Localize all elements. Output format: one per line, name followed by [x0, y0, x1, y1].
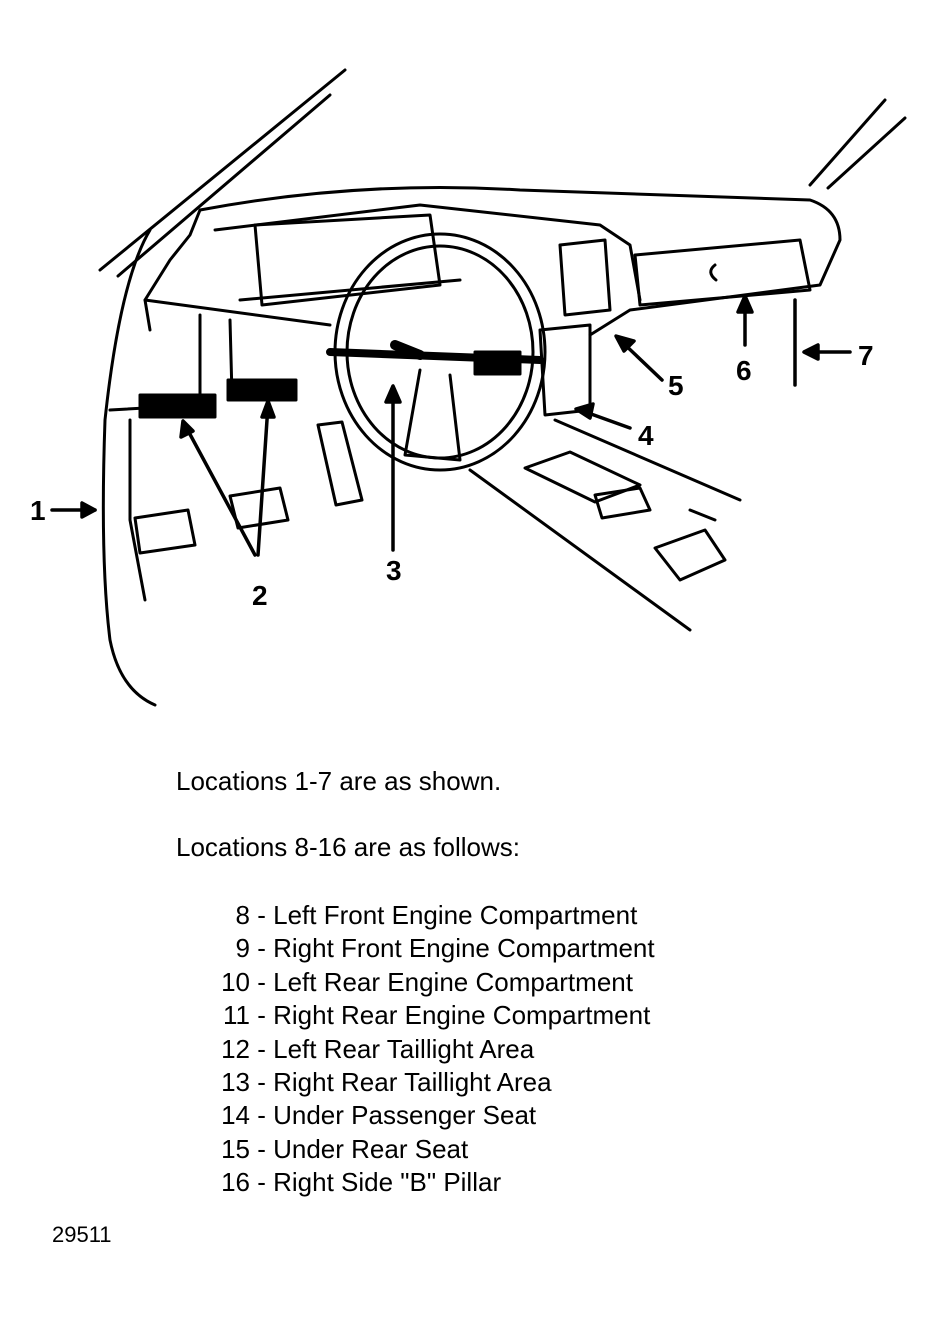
- windshield-pillars: [98, 68, 907, 278]
- list-item: 13 - Right Rear Taillight Area: [210, 1067, 552, 1098]
- list-item: 11 - Right Rear Engine Compartment: [210, 1000, 650, 1031]
- list-item: 9 - Right Front Engine Compartment: [210, 933, 655, 964]
- location-number: 12: [221, 1034, 250, 1064]
- location-number: 14: [221, 1100, 250, 1130]
- caption-follows: Locations 8-16 are as follows:: [176, 832, 520, 862]
- floor-console: [468, 418, 742, 632]
- location-desc: Left Front Engine Compartment: [273, 900, 638, 930]
- list-item: 14 - Under Passenger Seat: [210, 1100, 536, 1131]
- location-desc: Right Rear Taillight Area: [273, 1067, 552, 1097]
- location-number: 11: [223, 1000, 250, 1030]
- location-desc: Under Rear Seat: [273, 1134, 469, 1164]
- location-number: 10: [221, 967, 250, 997]
- callout-7: 7: [858, 340, 874, 371]
- location-number: 16: [221, 1167, 250, 1197]
- callout-arrows: [50, 294, 852, 557]
- callout-5: 5: [668, 370, 684, 401]
- callout-2: 2: [252, 580, 268, 611]
- callout-3: 3: [386, 555, 402, 586]
- caption-shown: Locations 1-7 are as shown.: [176, 766, 502, 796]
- list-item: 8 - Left Front Engine Compartment: [210, 900, 638, 931]
- callout-4: 4: [638, 420, 654, 451]
- callout-6: 6: [736, 355, 752, 386]
- lower-dash-panel: [138, 298, 332, 419]
- catalog-number: 29511: [52, 1222, 112, 1247]
- callout-1: 1: [30, 495, 46, 526]
- list-item: 12 - Left Rear Taillight Area: [210, 1034, 534, 1065]
- location-desc: Left Rear Taillight Area: [273, 1034, 535, 1064]
- list-item: 10 - Left Rear Engine Compartment: [210, 967, 633, 998]
- steering-wheel: [326, 232, 547, 472]
- location-number: 13: [221, 1067, 250, 1097]
- location-desc: Under Passenger Seat: [273, 1100, 537, 1130]
- pedals: [133, 420, 364, 555]
- list-item: 16 - Right Side "B" Pillar: [210, 1167, 501, 1198]
- location-number: 9: [235, 933, 250, 963]
- location-number: 15: [221, 1134, 250, 1164]
- location-number: 8: [235, 900, 250, 930]
- location-desc: Right Side "B" Pillar: [273, 1167, 502, 1197]
- location-desc: Left Rear Engine Compartment: [273, 967, 633, 997]
- location-desc: Right Front Engine Compartment: [273, 933, 655, 963]
- list-item: 15 - Under Rear Seat: [210, 1134, 468, 1165]
- dashboard-illustration: [50, 68, 907, 707]
- location-desc: Right Rear Engine Compartment: [273, 1000, 651, 1030]
